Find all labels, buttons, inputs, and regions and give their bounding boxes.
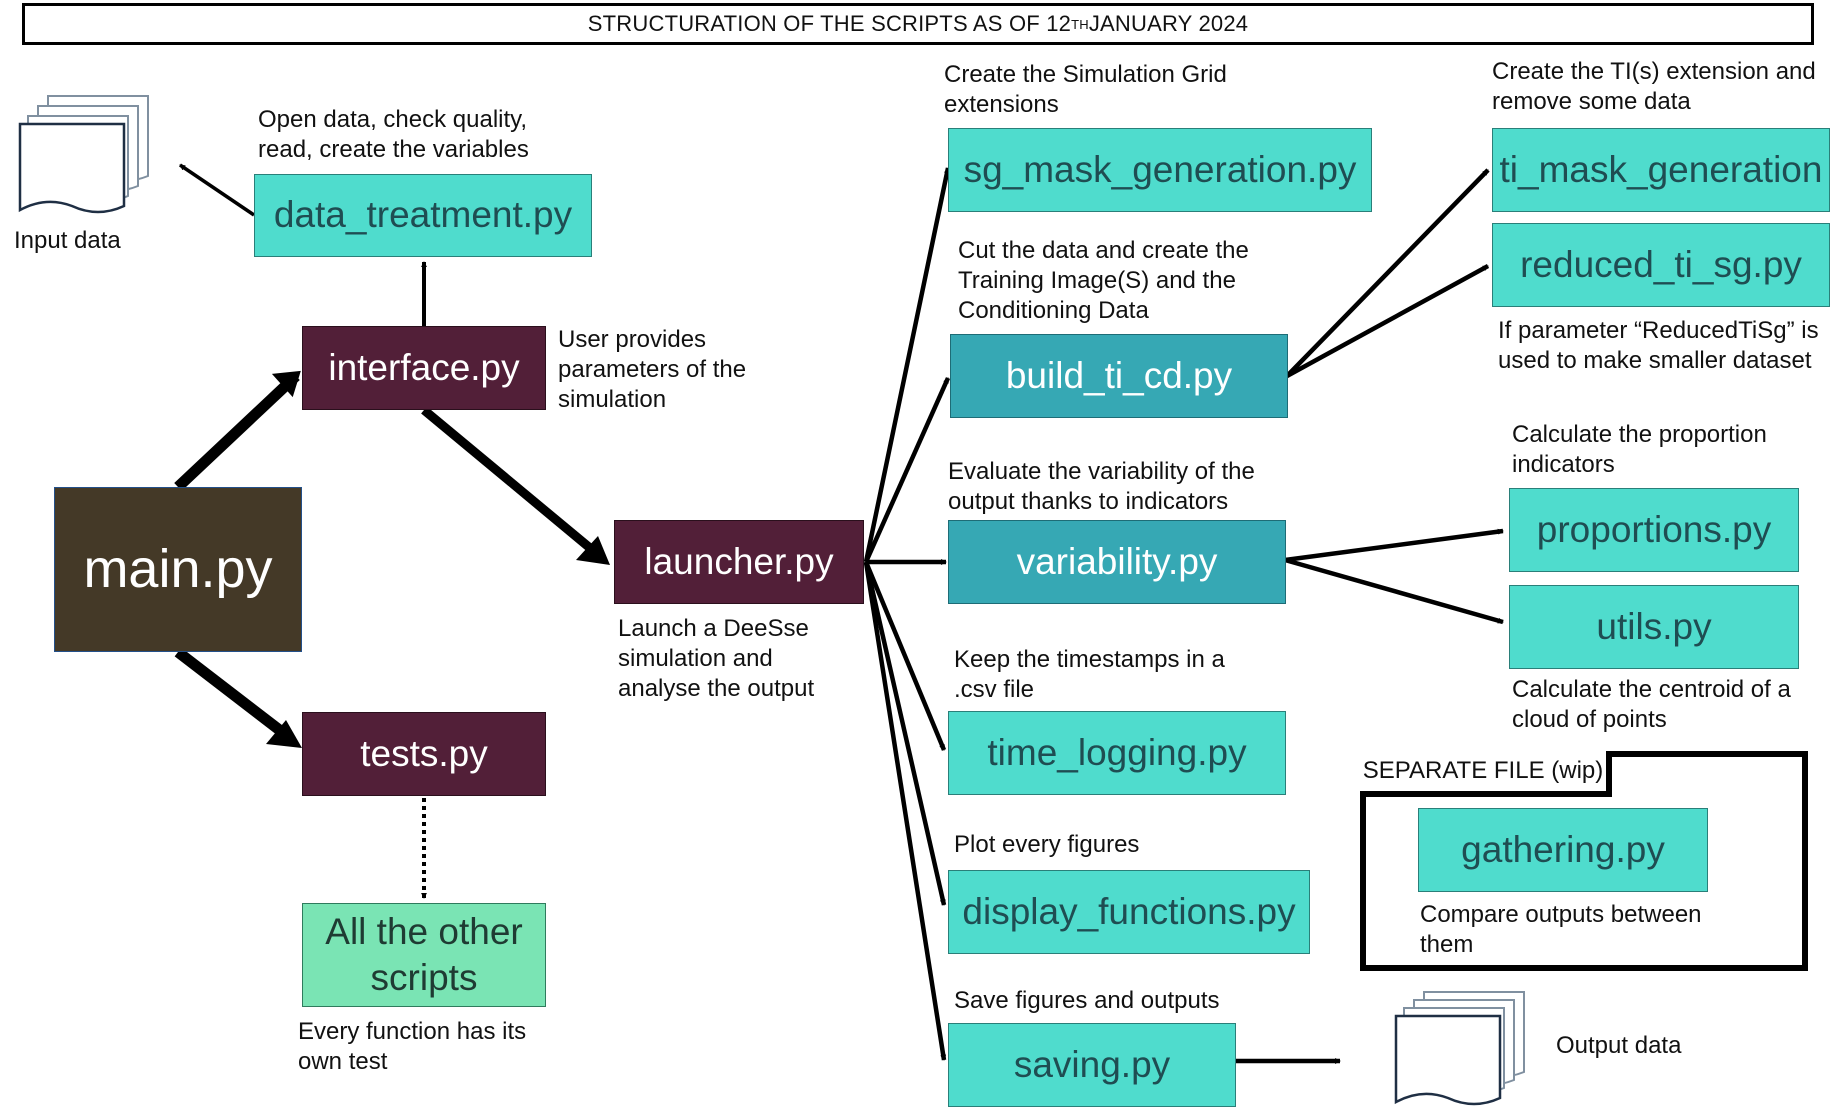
arrowhead-interface-launcher (576, 536, 610, 565)
separate-file-label: SEPARATE FILE (wip) (1360, 751, 1612, 797)
node-tests[interactable]: tests.py (302, 712, 546, 796)
edge-launcher-display (863, 561, 947, 906)
edge-launcher-build-ti-cd (863, 377, 951, 563)
input-data-icon (18, 95, 149, 214)
node-proportions[interactable]: proportions.py (1509, 488, 1799, 572)
node-other-scripts[interactable]: All the other scripts (302, 903, 546, 1007)
note-display-functions: Plot every figures (954, 831, 1140, 858)
edge-main-interface (174, 371, 300, 492)
note-input-data: Input data (14, 227, 121, 254)
edge-data-treatment-input (179, 163, 255, 217)
title-superscript: TH (1071, 16, 1089, 32)
note-data-treatment: Open data, check quality,read, create th… (258, 106, 529, 163)
arrowhead-main-tests (266, 720, 302, 748)
edge-interface-launcher (421, 406, 593, 552)
title-suffix: JANUARY 2024 (1088, 11, 1249, 36)
node-reduced-ti-sg[interactable]: reduced_ti_sg.py (1492, 223, 1830, 307)
edge-build-reduced (1285, 264, 1490, 378)
node-variability[interactable]: variability.py (948, 520, 1286, 604)
node-saving[interactable]: saving.py (948, 1023, 1236, 1107)
node-main[interactable]: main.py (54, 487, 302, 652)
node-build-ti-cd[interactable]: build_ti_cd.py (950, 334, 1288, 418)
node-time-logging[interactable]: time_logging.py (948, 711, 1286, 795)
note-output-data: Output data (1556, 1032, 1682, 1059)
note-saving: Save figures and outputs (954, 987, 1220, 1014)
edge-launcher-time-logging (863, 561, 947, 751)
node-interface[interactable]: interface.py (302, 326, 546, 410)
title-prefix: STRUCTURATION OF THE SCRIPTS AS OF 12 (587, 11, 1072, 36)
note-time-logging: Keep the timestamps in a.csv file (954, 646, 1225, 703)
edge-variability-utils (1284, 557, 1504, 625)
node-utils[interactable]: utils.py (1509, 585, 1799, 669)
edge-build-ti-mask (1285, 168, 1490, 378)
edge-variability-proportions (1284, 528, 1504, 563)
node-gathering[interactable]: gathering.py (1418, 808, 1708, 892)
node-sg-mask-generation[interactable]: sg_mask_generation.py (948, 128, 1372, 212)
output-data-icon (1394, 991, 1525, 1106)
edge-main-tests (174, 647, 290, 740)
node-launcher[interactable]: launcher.py (614, 520, 864, 604)
node-display-functions[interactable]: display_functions.py (948, 870, 1310, 954)
arrowhead-main-interface (271, 370, 301, 398)
edge-launcher-saving (863, 561, 947, 1061)
node-data-treatment[interactable]: data_treatment.py (254, 174, 592, 257)
edge-launcher-sg-mask (863, 167, 951, 563)
node-ti-mask-generation[interactable]: ti_mask_generation (1492, 128, 1830, 212)
